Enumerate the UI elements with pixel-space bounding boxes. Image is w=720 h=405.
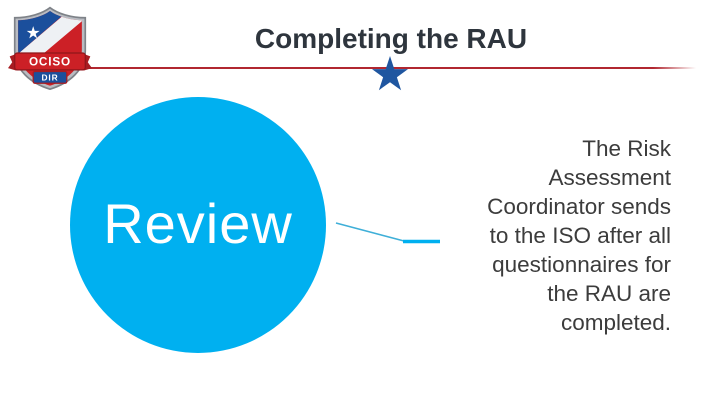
callout-line: the RAU are <box>547 281 671 306</box>
callout-line: completed. <box>560 310 671 335</box>
review-circle-label: Review <box>103 191 293 255</box>
callout-line: questionnaires for <box>492 252 671 277</box>
dir-ribbon: DIR <box>32 70 68 84</box>
dir-ribbon-label: DIR <box>42 73 59 83</box>
ociso-ribbon-label: OCISO <box>29 56 71 69</box>
review-circle: Review <box>70 97 326 353</box>
callout-line: Assessment <box>548 165 671 190</box>
callout-line: to the ISO after all <box>489 223 671 248</box>
callout-line: Coordinator sends <box>487 194 671 219</box>
texas-star <box>26 26 40 39</box>
star-icon <box>372 56 408 91</box>
callout-text-block: The Risk Assessment Coordinator sends to… <box>411 134 671 337</box>
ociso-ribbon: OCISO <box>8 52 92 71</box>
ociso-dir-logo: OCISO DIR <box>8 6 92 90</box>
callout-line: The Risk <box>582 136 671 161</box>
slide-title: Completing the RAU <box>254 23 528 54</box>
